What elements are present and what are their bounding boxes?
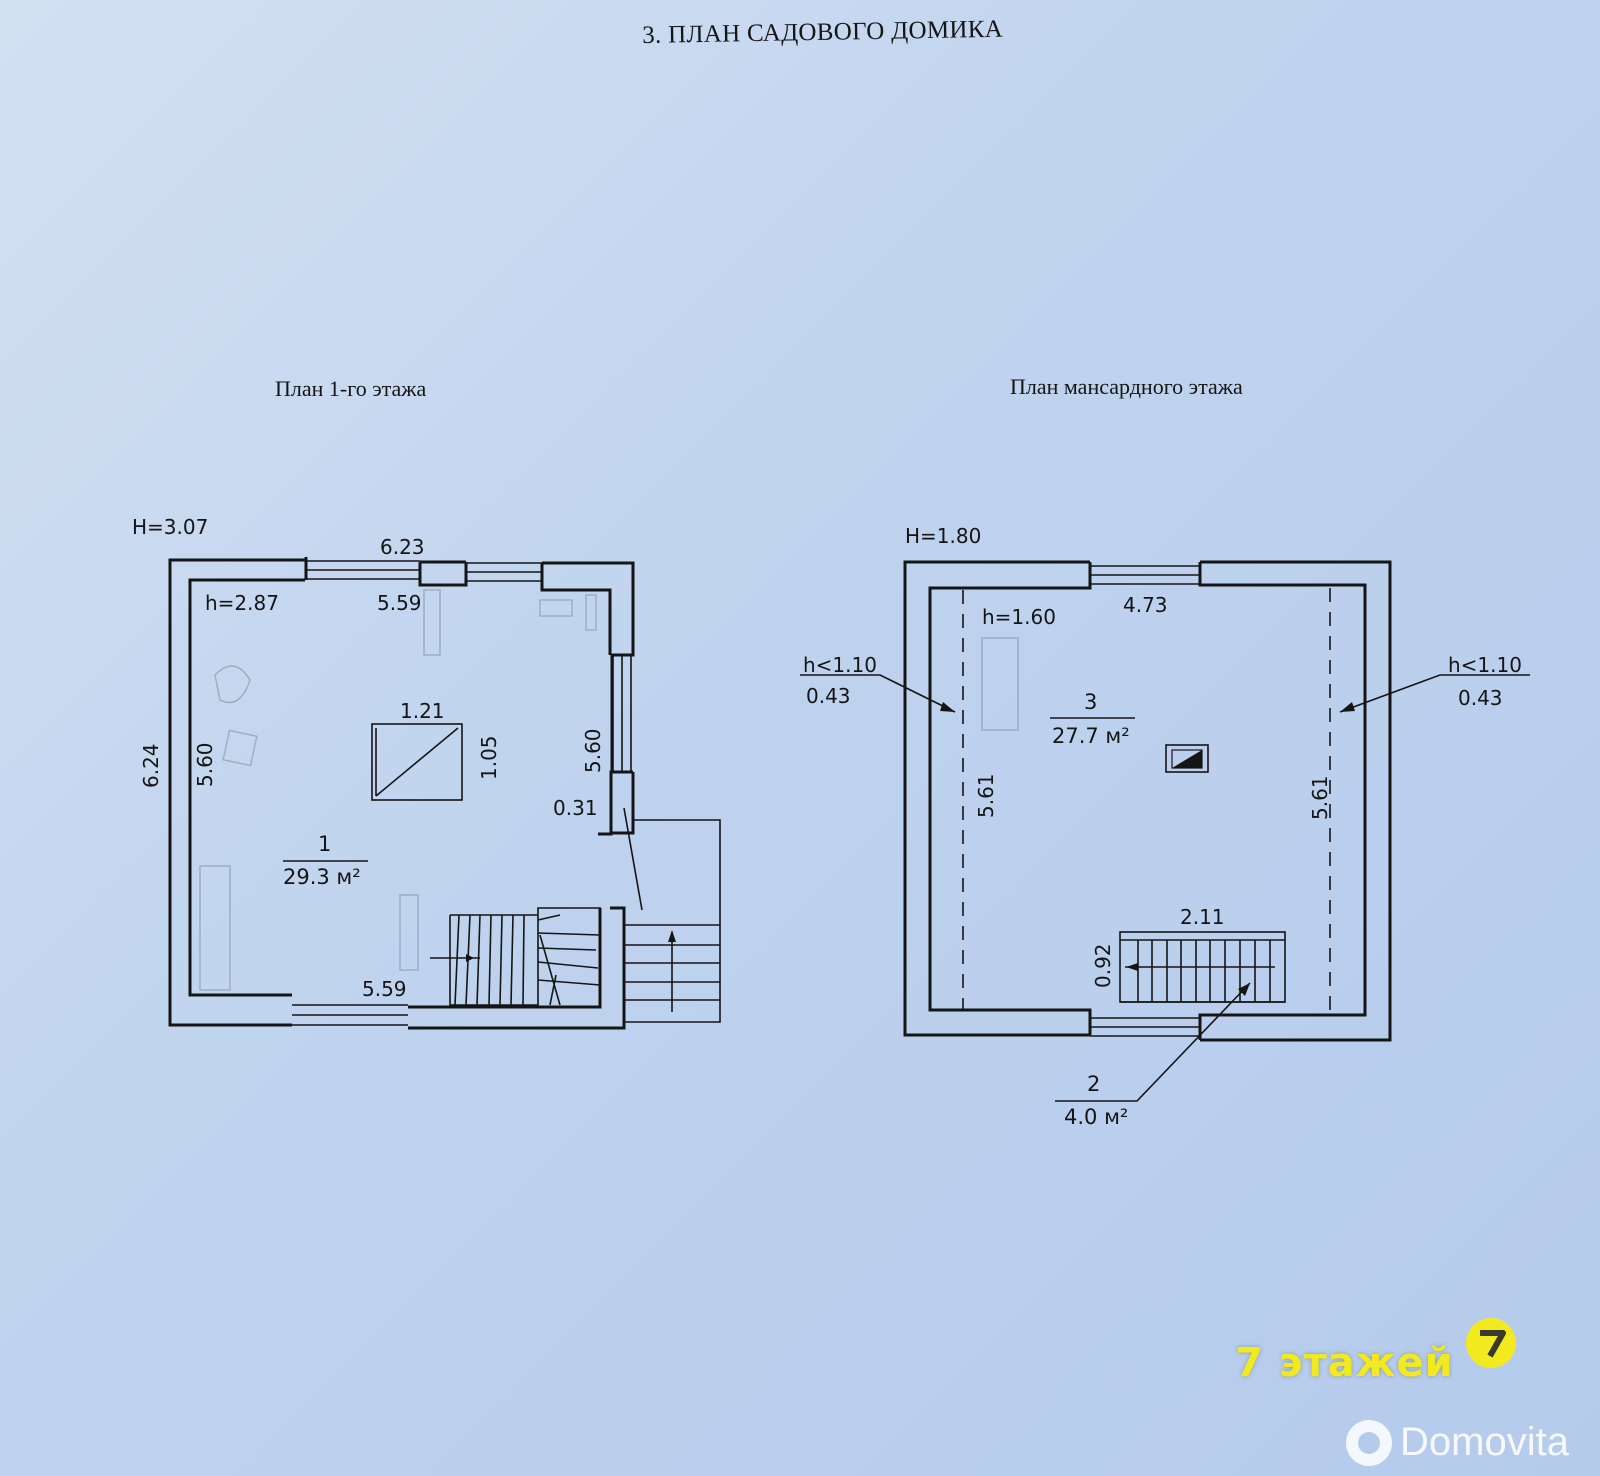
- floor1-room-number: 1: [318, 832, 331, 856]
- floor1-dim-stove-w: 1.21: [400, 699, 445, 723]
- floor2-right-low-width: 0.43: [1458, 686, 1503, 710]
- floor2-dim-left-inner: 5.61: [974, 773, 998, 818]
- floor2-plan: 3 27.7 м² 2 4.0 м² H=1.80 h=1.60 4.73 2.…: [800, 524, 1530, 1129]
- floor2-inner-height: h=1.60: [982, 605, 1056, 629]
- brand-badge-icon: [1466, 1318, 1516, 1368]
- floor1-dim-right-inner: 5.60: [581, 728, 605, 773]
- floor1-dim-top-inner: 5.59: [377, 591, 422, 615]
- floor1-outer-walls: [168, 557, 635, 1030]
- floor1-dim-top-outer: 6.23: [380, 535, 425, 559]
- floor2-right-low-height: h<1.10: [1448, 653, 1522, 677]
- floor2-outer-height: H=1.80: [905, 524, 981, 548]
- domovita-logo: Domovita: [1400, 1420, 1569, 1464]
- floor2-dim-right-inner: 5.61: [1308, 775, 1332, 820]
- watermark-brand: 7 этажей: [1235, 1340, 1454, 1386]
- floor1-porch-steps: [625, 924, 720, 1012]
- floor1-inner-height: h=2.87: [205, 591, 279, 615]
- floor1-dim-stove-h: 1.05: [477, 735, 501, 780]
- domovita-logo-icon: [1346, 1420, 1392, 1466]
- floor2-dim-stair-h: 0.92: [1091, 943, 1115, 988]
- floor1-dim-wall: 0.31: [553, 796, 598, 820]
- floor2-left-low-height: h<1.10: [803, 653, 877, 677]
- floor1-door-swing: [623, 807, 643, 911]
- floor2-outer-walls: [903, 560, 1392, 1042]
- floor2-leader-right: [1339, 674, 1530, 713]
- floor1-windows: [292, 560, 632, 1026]
- floor1-dim-left-inner: 5.60: [193, 742, 217, 787]
- floor2-dim-stair-w: 2.11: [1180, 905, 1225, 929]
- floor2-stair: [1119, 931, 1286, 1003]
- floor2-label: План мансардного этажа: [1010, 374, 1243, 399]
- floor1-room-area: 29.3 м²: [283, 865, 361, 889]
- floor1-porch: [623, 819, 721, 1023]
- floor1-furniture-sketches: [199, 589, 597, 991]
- floor1-stove: [371, 723, 463, 801]
- floor2-chimney: [1165, 744, 1209, 773]
- floor2-leader-left: [800, 674, 956, 713]
- floor2-room2-area: 4.0 м²: [1064, 1105, 1128, 1129]
- floor2-windows: [1090, 565, 1200, 1037]
- floor1-dim-bottom-inner: 5.59: [362, 977, 407, 1001]
- floor2-dim-top-inner: 4.73: [1123, 593, 1168, 617]
- floor1-stair: [430, 907, 601, 1006]
- floor2-room3-number: 3: [1084, 690, 1097, 714]
- floor1-outer-height: H=3.07: [132, 515, 208, 539]
- floor2-left-low-width: 0.43: [806, 684, 851, 708]
- floor1-inner-walls: [188, 562, 633, 1009]
- floor2-furniture-sketch: [981, 637, 1019, 731]
- floor2-leader-room2: [1055, 982, 1251, 1102]
- floor2-room3-area: 27.7 м²: [1052, 724, 1130, 748]
- floor1-label: План 1-го этажа: [275, 376, 427, 401]
- floor2-room2-number: 2: [1087, 1072, 1100, 1096]
- floor1-plan: 1 29.3 м² H=3.07 h=2.87 6.23 5.59 5.59 1…: [132, 515, 721, 1030]
- floor1-dim-left-outer: 6.24: [139, 743, 163, 788]
